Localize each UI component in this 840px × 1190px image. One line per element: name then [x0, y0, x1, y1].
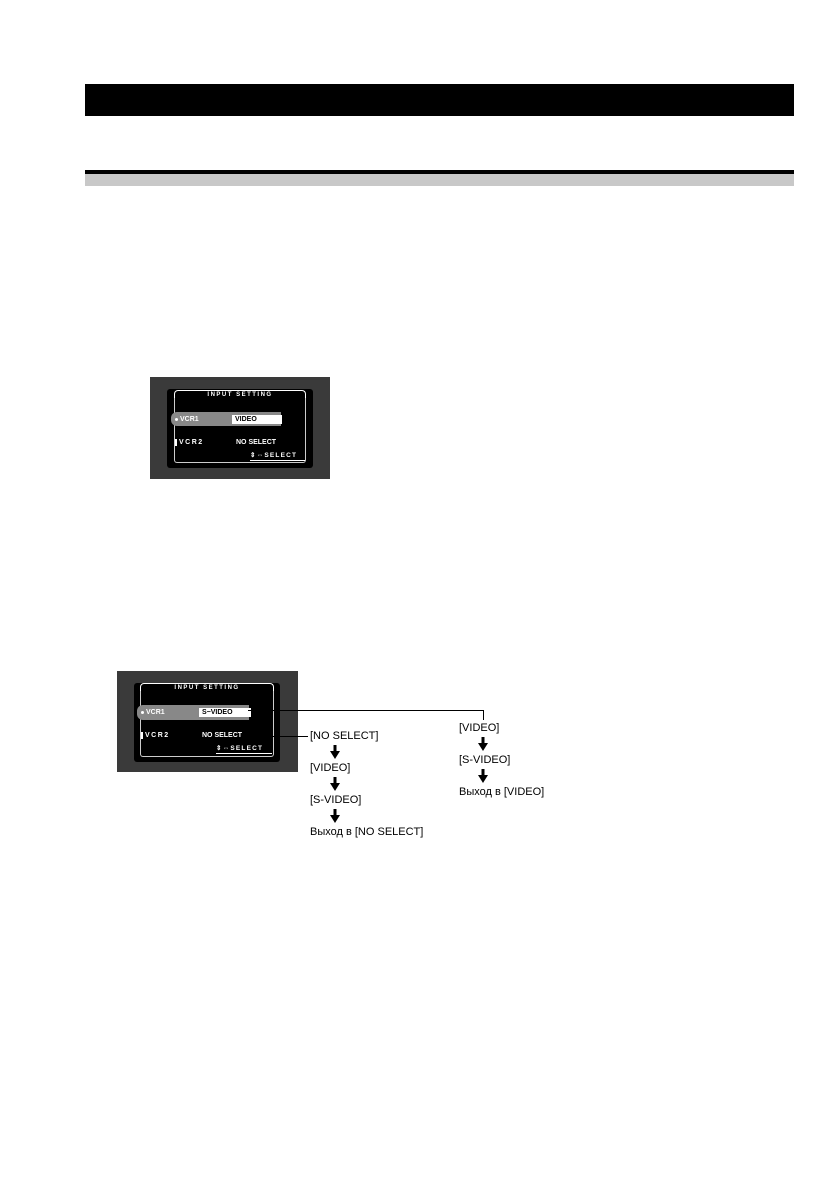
flow-vcr1-step-2: [S-VIDEO] [459, 754, 511, 766]
down-arrow-icon [330, 809, 340, 823]
flow-vcr1-step-1: [VIDEO] [459, 722, 500, 734]
osd-row-vcr2-label: VCR2 [175, 438, 204, 447]
osd-title: INPUT SETTING [174, 390, 306, 399]
flow-vcr2-step-2: [VIDEO] [310, 762, 351, 774]
osd-title: INPUT SETTING [140, 683, 274, 692]
osd-panel [167, 389, 313, 468]
osd-row-vcr1-value: S−VIDEO [199, 708, 251, 717]
osd-row-vcr1-label: VCR1 [175, 415, 199, 424]
connector-vcr1-h [248, 710, 484, 711]
osd-row-vcr2-value: NO SELECT [202, 732, 243, 739]
osd-hint: ⇕⇔SELECT [216, 745, 272, 754]
osd-panel [134, 683, 280, 762]
down-arrow-icon [330, 777, 340, 791]
down-arrow-icon [478, 769, 488, 783]
flow-vcr2-step-3: [S-VIDEO] [310, 794, 362, 806]
flow-vcr2-step-4: Выход в [NO SELECT] [310, 826, 424, 838]
osd-frame [140, 691, 274, 757]
section-title-bar [85, 84, 794, 116]
down-arrow-icon [478, 737, 488, 751]
down-arrow-icon [330, 745, 340, 759]
osd-hint: ⇕⇔SELECT [250, 452, 305, 461]
connector-vcr1-v [483, 710, 484, 720]
osd-row-vcr2-label: VCR2 [141, 731, 170, 740]
bar-icon [175, 438, 177, 446]
flow-vcr2-step-1: [NO SELECT] [310, 730, 379, 742]
section-rule [85, 170, 794, 174]
bullet-icon [175, 417, 178, 421]
osd-row-vcr1-value: VIDEO [232, 415, 282, 424]
osd-row-vcr1-label: VCR1 [141, 708, 165, 717]
osd-row-vcr2-value: NO SELECT [236, 439, 277, 446]
bullet-icon [141, 710, 144, 714]
osd-frame [174, 398, 306, 463]
connector-vcr2-h [256, 736, 308, 737]
section-rule-shade [85, 174, 794, 186]
osd-screen-1: INPUT SETTING VCR1 VIDEO VCR2 NO SELECT … [150, 377, 330, 479]
flow-vcr1-step-3: Выход в [VIDEO] [459, 786, 545, 798]
bar-icon [141, 731, 143, 739]
osd-screen-2: INPUT SETTING VCR1 S−VIDEO VCR2 NO SELEC… [117, 671, 298, 772]
